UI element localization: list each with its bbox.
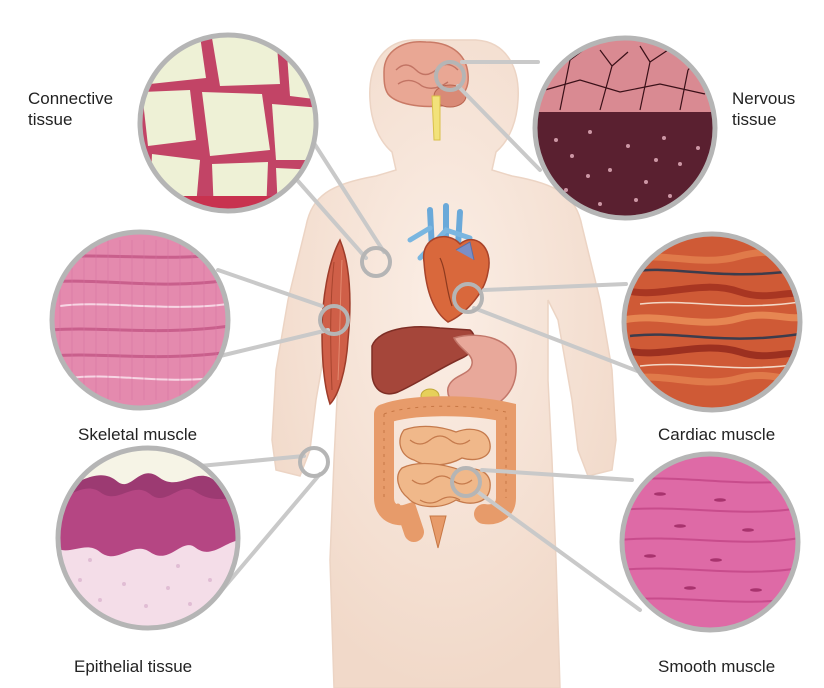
cardiac-muscle-micrograph xyxy=(620,232,810,412)
label-nervous-line1: Nervous xyxy=(732,88,795,109)
label-smooth-muscle: Smooth muscle xyxy=(658,656,775,677)
connective-tissue-micrograph xyxy=(130,30,330,226)
label-smooth-text: Smooth muscle xyxy=(658,656,775,677)
skeletal-muscle-micrograph xyxy=(50,230,230,410)
label-cardiac-muscle: Cardiac muscle xyxy=(658,424,775,445)
label-skeletal-text: Skeletal muscle xyxy=(78,424,197,445)
label-connective-line2: tissue xyxy=(28,109,113,130)
label-nervous-tissue: Nervous tissue xyxy=(732,88,795,130)
label-skeletal-muscle: Skeletal muscle xyxy=(78,424,197,445)
label-epithelial-text: Epithelial tissue xyxy=(74,656,192,677)
label-connective-line1: Connective xyxy=(28,88,113,109)
label-cardiac-text: Cardiac muscle xyxy=(658,424,775,445)
epithelial-tissue-micrograph xyxy=(56,446,242,632)
label-nervous-line2: tissue xyxy=(732,109,795,130)
smooth-muscle-micrograph xyxy=(620,452,800,632)
label-connective-tissue: Connective tissue xyxy=(28,88,113,130)
label-epithelial-tissue: Epithelial tissue xyxy=(74,656,192,677)
